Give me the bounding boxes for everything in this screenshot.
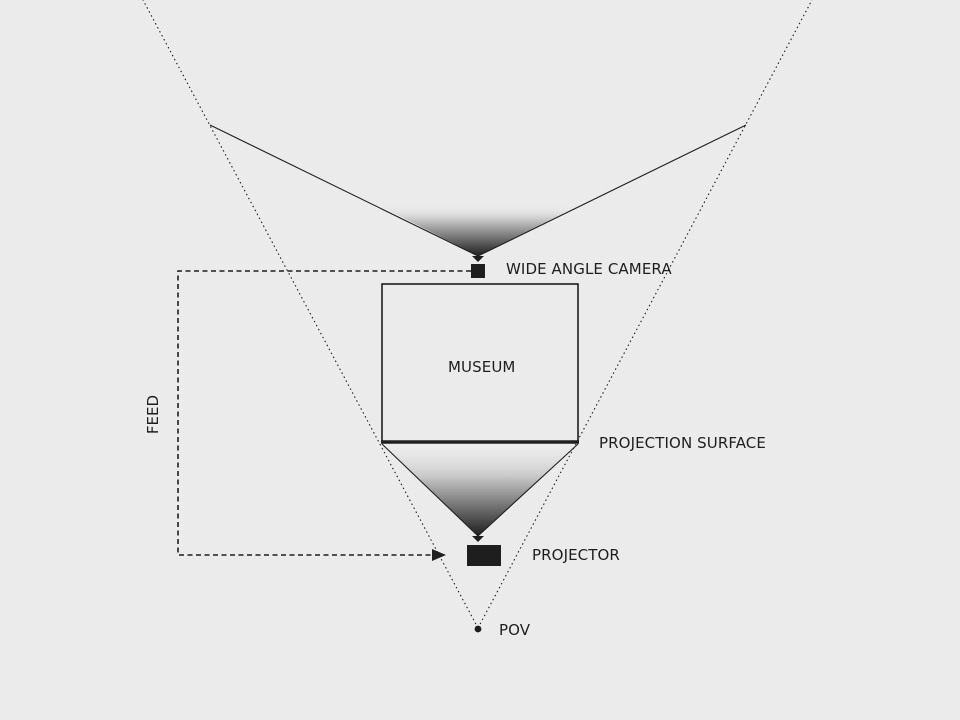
wide-angle-camera-icon: [471, 264, 485, 278]
feed-arrow-icon: [432, 549, 446, 561]
camera-view-line-left: [209, 124, 479, 257]
projector-icon: [467, 545, 501, 566]
camera-label: WIDE ANGLE CAMERA: [506, 260, 672, 278]
projection-surface-label: PROJECTION SURFACE: [599, 434, 766, 452]
pov-sightline-left: [142, 0, 479, 629]
pov-label: POV: [499, 621, 531, 639]
camera-view-gradient: [378, 205, 580, 256]
pov-sightline-right: [477, 0, 813, 629]
projector-label: PROJECTOR: [532, 546, 620, 564]
projector-beam-line-right: [477, 443, 579, 537]
projector-beam-gradient: [382, 444, 578, 536]
projector-arrow-icon: [472, 536, 484, 542]
camera-arrow-icon: [472, 256, 484, 262]
pov-dot: [474, 625, 482, 633]
projector-beam-line-left: [381, 443, 479, 537]
camera-view-line-right: [477, 124, 747, 257]
feed-path: [177, 270, 471, 556]
museum-label: MUSEUM: [448, 358, 516, 376]
feed-label: FEED: [144, 394, 163, 435]
